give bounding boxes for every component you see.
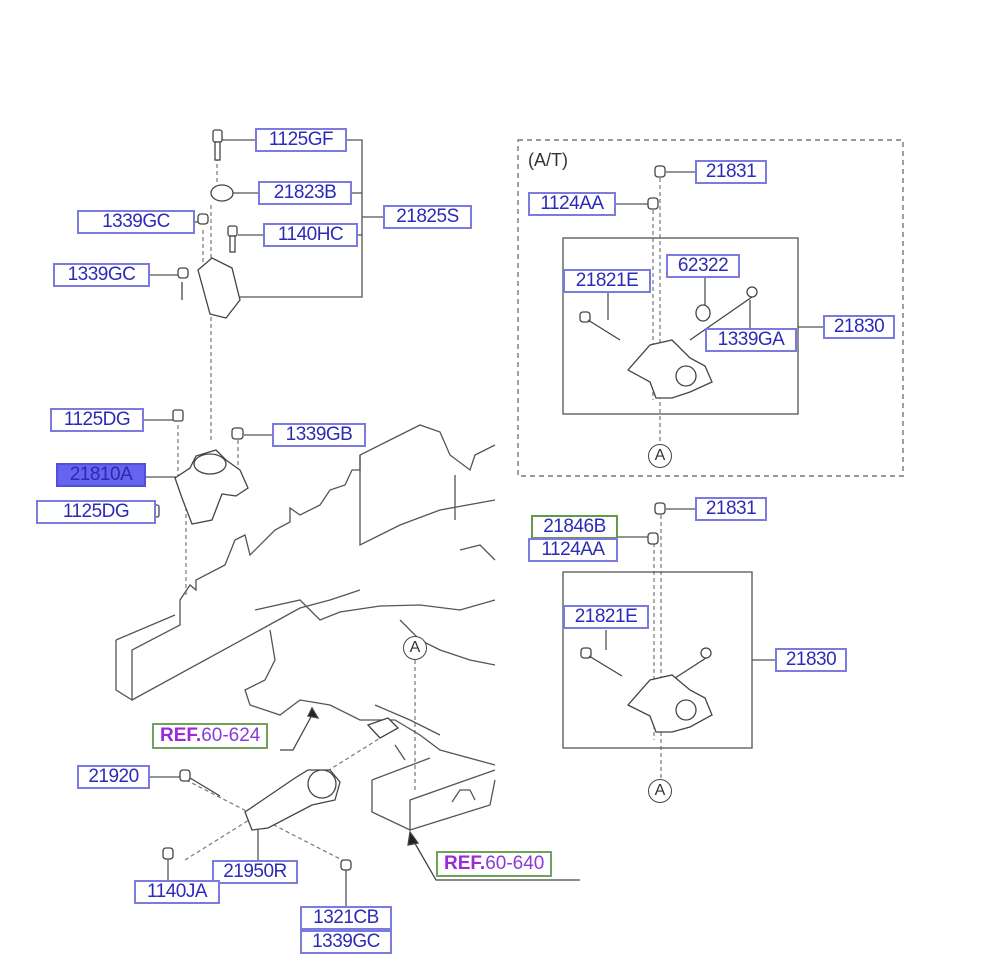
assembly-label-21830[interactable]: 21830 xyxy=(823,315,895,339)
at-assembly-box xyxy=(562,237,799,415)
part-label-1339gc-3[interactable]: 1339GC xyxy=(300,930,392,954)
reference-marker-a-2: A xyxy=(648,779,672,803)
part-label-1124aa[interactable]: 1124AA xyxy=(528,192,616,216)
ref-link-60-624[interactable]: REF.60-624 xyxy=(152,723,269,749)
part-label-1124aa-2[interactable]: 1124AA xyxy=(528,538,618,562)
part-label-1125dg-2[interactable]: 1125DG xyxy=(36,500,156,524)
part-label-1140hc[interactable]: 1140HC xyxy=(263,223,358,247)
ref-value: 60-624 xyxy=(201,725,261,746)
bolt-icon xyxy=(172,409,184,422)
bolt-icon xyxy=(647,197,659,210)
part-label-21831-2[interactable]: 21831 xyxy=(695,497,767,521)
upper-bracket-parts xyxy=(177,129,241,319)
ref-link-60-640[interactable]: REF.60-640 xyxy=(436,851,553,877)
part-label-1339gb[interactable]: 1339GB xyxy=(272,423,366,447)
part-label-21831[interactable]: 21831 xyxy=(695,160,767,184)
part-label-21823b[interactable]: 21823B xyxy=(258,181,352,205)
at-note: (A/T) xyxy=(528,150,568,170)
part-label-1339ga[interactable]: 1339GA xyxy=(705,328,797,352)
part-label-1125gf[interactable]: 1125GF xyxy=(255,128,347,152)
part-label-1339gc-2[interactable]: 1339GC xyxy=(53,263,150,287)
mt-assembly-box xyxy=(562,571,753,749)
bolt-icon xyxy=(212,129,223,143)
at-group-outline xyxy=(517,139,904,477)
assembly-label-21830-2[interactable]: 21830 xyxy=(775,648,847,672)
nut-icon xyxy=(231,427,244,440)
bolt-icon xyxy=(179,769,191,782)
bolt-icon xyxy=(580,647,592,659)
transmission-mount-icon xyxy=(626,674,713,733)
bushing-icon xyxy=(210,184,234,202)
bolt-icon xyxy=(654,502,666,515)
bolt-icon xyxy=(579,311,591,323)
part-label-1125dg[interactable]: 1125DG xyxy=(50,408,144,432)
part-label-21810a-selected[interactable]: 21810A xyxy=(56,463,146,487)
bolt-icon xyxy=(654,165,666,178)
part-label-1321cb[interactable]: 1321CB xyxy=(300,906,392,930)
part-label-21920[interactable]: 21920 xyxy=(77,765,150,789)
mount-body-icon xyxy=(174,449,249,525)
assembly-label-21825s[interactable]: 21825S xyxy=(383,205,472,229)
subframe-drawing xyxy=(115,424,496,832)
bolt-icon xyxy=(227,225,238,237)
part-label-62322[interactable]: 62322 xyxy=(666,254,740,278)
transmission-mount-icon xyxy=(626,339,713,399)
part-label-21821e-2[interactable]: 21821E xyxy=(563,605,649,629)
part-label-1339gc[interactable]: 1339GC xyxy=(77,210,195,234)
part-label-21821e[interactable]: 21821E xyxy=(563,269,651,293)
ref-prefix: REF. xyxy=(444,853,486,874)
engine-mount-part xyxy=(149,409,249,525)
axis-lines xyxy=(177,150,662,863)
bolt-icon xyxy=(162,847,174,860)
reference-marker-a: A xyxy=(648,444,672,468)
nut-icon xyxy=(700,647,712,659)
mt-mount-parts xyxy=(580,502,713,733)
bracket-icon xyxy=(197,257,241,319)
nut-icon xyxy=(340,859,352,871)
ref-prefix: REF. xyxy=(160,725,202,746)
roll-rod-part xyxy=(162,717,400,871)
ref-value: 60-640 xyxy=(485,853,545,874)
part-label-1140ja[interactable]: 1140JA xyxy=(134,880,220,904)
nut-icon xyxy=(746,286,758,298)
ref-arrows xyxy=(280,706,580,881)
bushing-icon xyxy=(695,304,711,322)
part-label-21950r[interactable]: 21950R xyxy=(212,860,298,884)
part-label-21846b[interactable]: 21846B xyxy=(531,515,618,539)
at-mount-parts xyxy=(579,165,758,399)
nut-icon xyxy=(177,267,189,279)
bolt-icon xyxy=(647,532,659,545)
nut-icon xyxy=(197,213,209,225)
reference-marker-a-frame: A xyxy=(403,636,427,660)
